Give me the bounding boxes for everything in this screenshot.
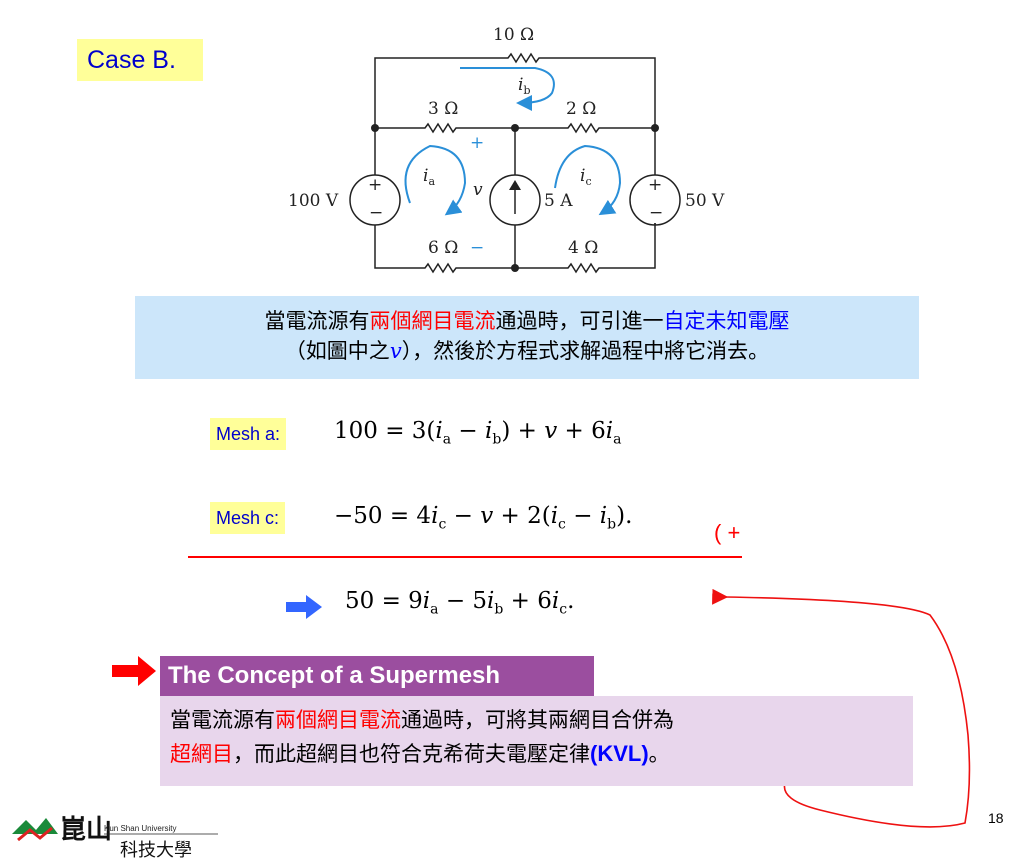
concept-arrow-icon bbox=[112, 656, 156, 686]
sum-divider bbox=[188, 556, 742, 558]
add-note: ( + bbox=[714, 520, 741, 545]
result-arrow-icon bbox=[286, 595, 322, 619]
v-minus-sign: − bbox=[470, 238, 484, 258]
logo-english-name: Kun Shan University bbox=[104, 824, 176, 833]
note2-highlight-a: 兩個網目電流 bbox=[275, 708, 401, 732]
note1-highlight-b: 自定未知電壓 bbox=[663, 309, 790, 333]
supermesh-equation: 50 = 9ia − 5ib + 6ic. bbox=[345, 588, 575, 618]
ib-label: ib bbox=[518, 75, 530, 97]
note1-text-a: 當電流源有 bbox=[264, 309, 370, 333]
note1-text-b: 通過時，可引進一 bbox=[495, 309, 664, 333]
v-right-label: 50 V bbox=[685, 191, 725, 211]
v-left-label: 100 V bbox=[288, 191, 339, 211]
ic-label: ic bbox=[580, 166, 592, 188]
current-source-label: 5 A bbox=[544, 191, 573, 211]
note1-text-c: （如圖中之 bbox=[284, 339, 390, 363]
note1-text-d: ），然後於方程式求解過程中將它消去。 bbox=[401, 339, 770, 363]
note2-text-a: 當電流源有 bbox=[170, 708, 275, 732]
note2-text-d: 。 bbox=[648, 742, 670, 766]
r-top-label: 10 Ω bbox=[493, 25, 534, 45]
circuit-diagram: 10 Ω 3 Ω 2 Ω 6 Ω 4 Ω 100 V 50 V 5 A + − … bbox=[288, 25, 725, 274]
page-number: 18 bbox=[988, 810, 1004, 826]
mesh-a-equation: 100 = 3(ia − ib) + v + 6ia bbox=[334, 418, 622, 448]
r-mid-left-label: 3 Ω bbox=[428, 99, 458, 119]
mountain-icon bbox=[12, 818, 58, 834]
r-bot-left-label: 6 Ω bbox=[428, 238, 458, 258]
ia-label: ia bbox=[423, 166, 435, 188]
reference-curve-arrow bbox=[712, 588, 971, 828]
supermesh-note: 當電流源有兩個網目電流通過時，可將其兩網目合併為 超網目，而此超網目也符合克希荷… bbox=[160, 696, 913, 786]
v-right-plus: + bbox=[648, 175, 662, 195]
university-logo: 崑山 Kun Shan University 科技大學 bbox=[12, 815, 218, 860]
kvl-label: (KVL) bbox=[590, 741, 649, 766]
r-mid-right-label: 2 Ω bbox=[566, 99, 596, 119]
note2-text-b: 通過時，可將其兩網目合併為 bbox=[401, 708, 674, 732]
logo-name-sub: 科技大學 bbox=[120, 840, 192, 860]
v-left-plus: + bbox=[368, 175, 382, 195]
note1-highlight-a: 兩個網目電流 bbox=[369, 309, 496, 333]
explanation-note: 當電流源有兩個網目電流通過時，可引進一自定未知電壓 （如圖中之v），然後於方程式… bbox=[135, 296, 919, 379]
mesh-c-label: Mesh c: bbox=[210, 502, 286, 534]
logo-name-main: 崑山 bbox=[60, 815, 112, 845]
v-plus-sign: + bbox=[470, 133, 484, 153]
r-bot-right-label: 4 Ω bbox=[568, 238, 598, 258]
mesh-a-label: Mesh a: bbox=[210, 418, 287, 450]
note2-text-c: ，而此超網目也符合克希荷夫電壓定律 bbox=[233, 742, 590, 766]
concept-title: The Concept of a Supermesh bbox=[160, 656, 594, 696]
note1-v: v bbox=[389, 339, 402, 363]
v-left-minus: − bbox=[369, 203, 383, 223]
v-label: v bbox=[473, 180, 483, 200]
note2-highlight-b: 超網目 bbox=[170, 742, 233, 766]
v-right-minus: − bbox=[649, 203, 663, 223]
mesh-c-equation: −50 = 4ic − v + 2(ic − ib). bbox=[334, 503, 633, 533]
case-label: Case B. bbox=[77, 39, 203, 81]
